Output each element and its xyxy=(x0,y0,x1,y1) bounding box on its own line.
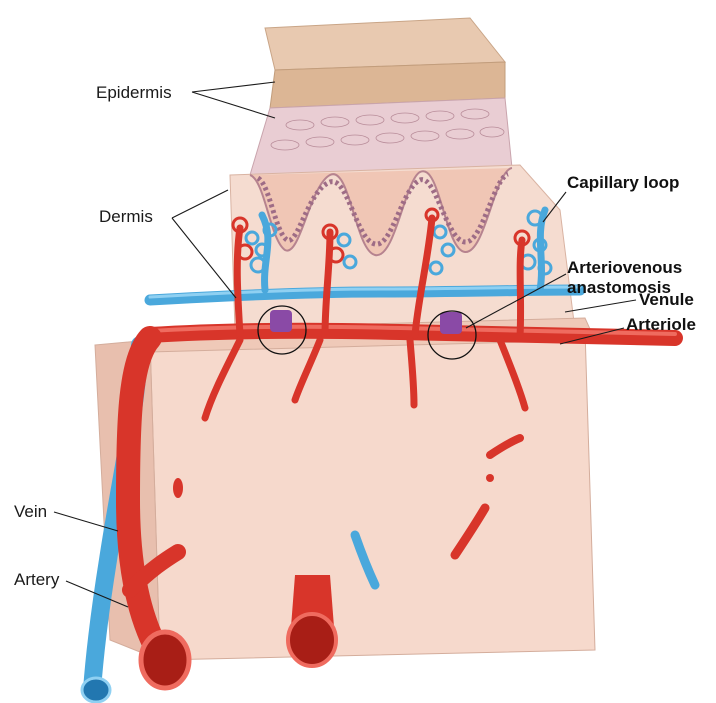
epidermis-top-surface xyxy=(265,18,505,70)
leader-epidermis-2 xyxy=(192,92,275,118)
label-arteriole: Arteriole xyxy=(626,315,696,334)
av-shunt-left xyxy=(270,310,292,332)
cross-section-artery-small xyxy=(173,478,183,498)
cross-section-artery-dot xyxy=(486,474,494,482)
label-dermis: Dermis xyxy=(99,207,153,226)
arteriole-descender-3 xyxy=(410,340,414,405)
label-epidermis: Epidermis xyxy=(96,83,172,102)
label-capillary-loop: Capillary loop xyxy=(567,173,679,192)
label-vein: Vein xyxy=(14,502,47,521)
label-artery: Artery xyxy=(14,570,60,589)
leader-dermis-2 xyxy=(172,218,236,298)
epidermis-block xyxy=(250,18,512,175)
arteriole-riser-1 xyxy=(237,228,240,335)
leader-epidermis-1 xyxy=(192,82,275,92)
artery-open-end xyxy=(141,632,189,688)
leader-dermis-1 xyxy=(172,190,228,218)
label-venule: Venule xyxy=(639,290,694,309)
av-shunt-right xyxy=(440,312,462,334)
dermal-papillae xyxy=(250,168,512,255)
central-artery-lumen xyxy=(288,614,336,666)
label-arteriovenous-1: Arteriovenous xyxy=(567,258,682,277)
hypodermis-block xyxy=(95,318,595,660)
vein-open-end xyxy=(82,678,110,702)
arteriole-riser-4 xyxy=(520,240,522,336)
leader-venule xyxy=(565,300,636,312)
